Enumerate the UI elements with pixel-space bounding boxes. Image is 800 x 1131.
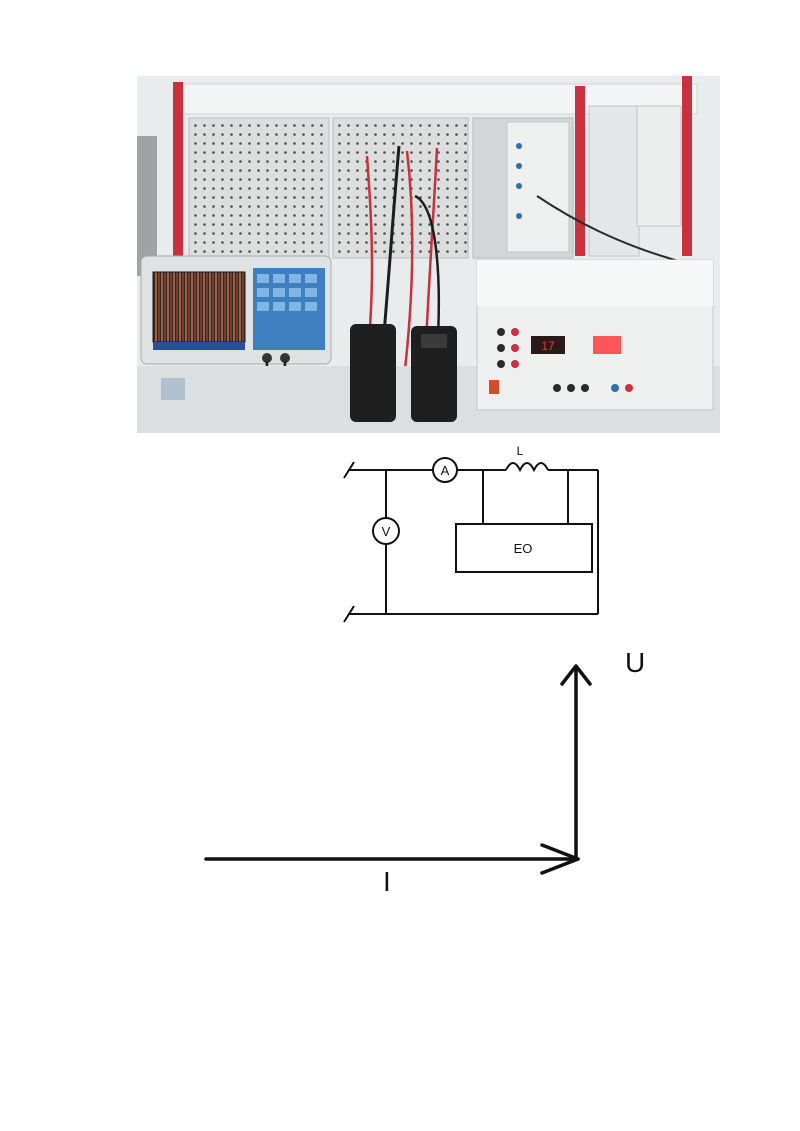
- phasor-diagram: U I: [190, 640, 670, 900]
- phasor-svg: U I: [204, 647, 645, 897]
- current-arrowhead: [540, 843, 580, 875]
- load-label: EO: [514, 541, 533, 556]
- terminal-bottom: [343, 605, 355, 623]
- power-supply-display: [531, 336, 565, 354]
- multimeter-left: [350, 324, 396, 422]
- terminal-top: [343, 461, 355, 479]
- voltmeter-label: V: [382, 524, 391, 539]
- voltage-arrowhead: [560, 664, 592, 686]
- frame-post-right: [682, 76, 692, 256]
- voltage-label: U: [625, 647, 645, 678]
- lab-bench-illustration: 17: [137, 76, 720, 433]
- multimeter-right: [411, 326, 457, 422]
- power-supply-reading: 17: [541, 339, 555, 353]
- oscilloscope-screen: [152, 271, 246, 343]
- circuit-schematic: A V L EO: [343, 444, 599, 623]
- perforated-panel-left: [188, 117, 330, 259]
- current-label: I: [383, 866, 391, 897]
- circuit-diagram: A V L EO: [330, 440, 620, 630]
- load-box: [455, 523, 593, 573]
- inductor-label: L: [517, 444, 524, 458]
- perforated-panel-right: [332, 117, 469, 259]
- ammeter-symbol: [432, 457, 458, 483]
- voltmeter-symbol: [372, 517, 400, 545]
- inductor-coil: [505, 462, 549, 473]
- ammeter-label: A: [441, 463, 450, 478]
- lab-bench-photo: 17: [137, 76, 720, 433]
- frame-post-left: [173, 82, 183, 262]
- frame-post-mid: [575, 86, 585, 256]
